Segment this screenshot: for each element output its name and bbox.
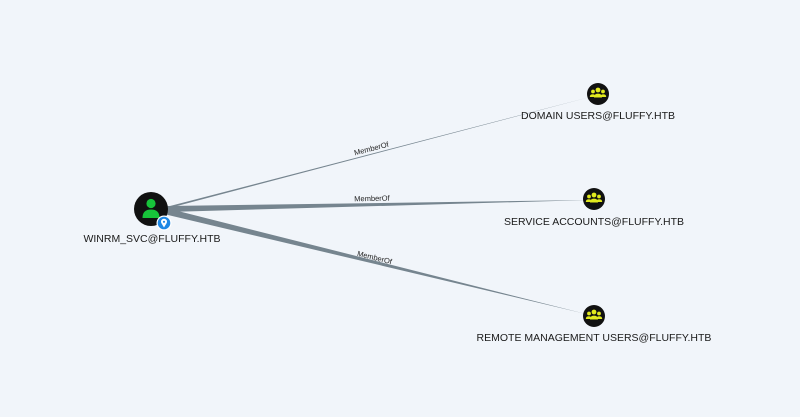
edge-label-memberof: MemberOf (354, 194, 391, 204)
group-icon (585, 309, 603, 320)
user-icon (142, 198, 160, 218)
node-winrm-svc[interactable]: WINRM_SVC@FLUFFY.HTB (83, 192, 221, 245)
node-domain-users[interactable]: DOMAIN USERS@FLUFFY.HTB (521, 83, 675, 122)
map-pin-icon (156, 215, 172, 231)
node-remote-management-users[interactable]: REMOTE MANAGEMENT USERS@FLUFFY.HTB (477, 305, 712, 344)
node-label: REMOTE MANAGEMENT USERS@FLUFFY.HTB (477, 332, 712, 344)
group-icon (589, 87, 607, 98)
node-service-accounts[interactable]: SERVICE ACCOUNTS@FLUFFY.HTB (504, 188, 684, 228)
edge-label-memberof: MemberOf (353, 140, 390, 158)
node-label: SERVICE ACCOUNTS@FLUFFY.HTB (504, 216, 684, 228)
edges: MemberOf MemberOf MemberOf (158, 97, 590, 314)
node-label: DOMAIN USERS@FLUFFY.HTB (521, 110, 675, 122)
node-label: WINRM_SVC@FLUFFY.HTB (83, 233, 220, 245)
edge-memberof-service-accounts[interactable]: MemberOf (160, 194, 590, 212)
group-icon (585, 192, 603, 203)
